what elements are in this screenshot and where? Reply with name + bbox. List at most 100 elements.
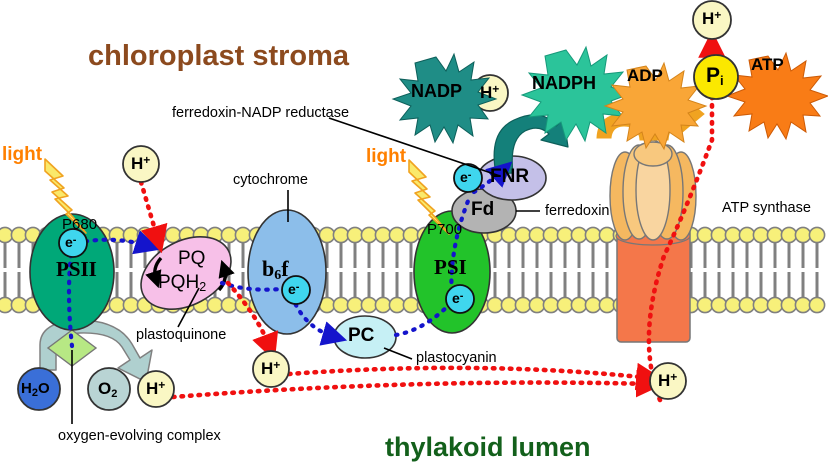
water-sub: 2: [31, 387, 38, 399]
proton-path-b6f-h-to-atpsynthase: [286, 362, 664, 391]
ferredoxin-label: ferredoxin: [545, 203, 610, 219]
phosphate-label: Pi: [706, 64, 724, 88]
ferredoxin-nadp-reductase-label: ferredoxin-NADP reductase: [172, 105, 350, 121]
membrane-heads-lower: [0, 296, 826, 314]
page-title-lumen: thylakoid lumen: [385, 432, 591, 462]
cytochrome-label: cytochrome: [233, 172, 308, 188]
b6f-b: b: [262, 256, 275, 281]
e-glyph: e: [460, 169, 468, 185]
molecule-stars: [391, 45, 828, 151]
nadp-star: [391, 52, 498, 145]
fd-label: Fd: [471, 199, 495, 220]
electron-path-fd-to-fnr: [471, 161, 513, 195]
h-glyph: H: [702, 9, 715, 28]
electron-psi-lumen: [445, 284, 475, 314]
proton-path-oec-h-to-atpsynthase: [170, 369, 664, 400]
light-bolt-right: [408, 159, 450, 235]
membrane-tails-upper: [3, 241, 819, 268]
water-and-oxygen: [17, 367, 131, 411]
b6f-sub: 6: [274, 268, 282, 283]
light-bolt-left: [44, 158, 87, 234]
e-glyph: e: [452, 290, 460, 306]
plus-glyph: +: [143, 153, 151, 167]
atp-synthase-complex[interactable]: [609, 139, 697, 343]
nadph-label: NADPH: [532, 73, 597, 93]
adp-label: ADP: [627, 66, 663, 85]
plus-glyph: +: [273, 358, 281, 372]
h-glyph: H: [261, 359, 274, 378]
proton-label-lumen-atp: H+: [658, 370, 677, 391]
cytochrome-b6f-complex[interactable]: [247, 209, 327, 335]
plus-glyph: +: [492, 82, 500, 96]
proton-label-stroma-nadp: H+: [480, 82, 499, 103]
membrane-tails-lower: [3, 272, 819, 299]
nadp-label: NADP: [411, 81, 463, 101]
h-glyph: H: [480, 83, 493, 102]
water-o: O: [37, 380, 50, 397]
electron-label-psi-stroma: e-: [460, 169, 471, 185]
e-glyph: e: [65, 234, 73, 250]
h-glyph: H: [131, 154, 144, 173]
b6f-f: f: [281, 256, 289, 281]
pq-body: [140, 236, 232, 310]
leader-fnr: [328, 117, 501, 177]
psi-label: PSI: [434, 255, 467, 279]
page-title-stroma: chloroplast stroma: [88, 40, 350, 72]
electron-psi-stroma: [453, 163, 483, 193]
h-glyph: H: [146, 379, 159, 398]
light-bolts: [44, 158, 450, 235]
b6f-body: [247, 209, 327, 335]
water-label: H2O: [21, 380, 50, 399]
oxygen-circle: [87, 367, 131, 411]
psii-reaction-center-label: P680: [62, 216, 98, 233]
light-label-left: light: [2, 144, 43, 165]
oxygen-evolving-complex-label: oxygen-evolving complex: [58, 428, 221, 444]
atp-label: ATP: [751, 55, 784, 74]
minus-glyph: -: [459, 290, 464, 302]
psi-reaction-center-label: P700: [427, 221, 463, 238]
electron-path-pc-to-psi: [393, 301, 453, 338]
electron-b6f: [281, 275, 311, 305]
psii-body: [29, 213, 115, 331]
plus-glyph: +: [714, 8, 722, 22]
pqh2-sub: 2: [199, 280, 207, 294]
proton-lumen-atp: [649, 362, 687, 400]
leader-lines: [71, 117, 540, 424]
electron-label-b6f: e-: [288, 281, 299, 297]
pq-cycle-arrow-up: [217, 259, 235, 292]
pqh2-label: PQH2: [158, 272, 206, 294]
leader-plastoquinone: [177, 287, 200, 328]
pi-sub: i: [720, 73, 724, 88]
proton-path-through-atpsynthase: [646, 30, 726, 403]
oxygen-sub: 2: [111, 388, 118, 400]
proton-label-stroma-psii: H+: [131, 153, 150, 174]
plus-glyph: +: [158, 378, 166, 392]
pq-label: PQ: [178, 248, 206, 269]
proton-transport-paths: [138, 30, 726, 403]
oxygen-label: O2: [98, 379, 117, 400]
fnr-label: FNR: [490, 166, 530, 187]
pc-label: PC: [348, 325, 375, 346]
proton-label-lumen-oec: H+: [146, 378, 165, 399]
pi-p: P: [706, 64, 721, 87]
plastocyanin-label: plastocyanin: [416, 350, 497, 366]
plastoquinone-pool[interactable]: [129, 222, 244, 324]
proton-lumen-oec: [137, 370, 175, 408]
minus-glyph: -: [467, 169, 472, 181]
water-circle: [17, 367, 61, 411]
leader-plastocyanin: [383, 347, 413, 360]
minus-glyph: -: [72, 234, 77, 246]
proton-stroma-psii: [122, 145, 160, 183]
atp-star: [725, 51, 828, 141]
proton-label-stroma-atp: H+: [702, 8, 721, 29]
psii-label: PSII: [56, 257, 97, 281]
photosystem-ii-complex[interactable]: [29, 213, 115, 367]
phosphate-circle: [693, 54, 739, 100]
h-glyph: H: [658, 371, 671, 390]
minus-glyph: -: [295, 281, 300, 293]
electron-path-b6f-to-pc: [289, 293, 348, 346]
cytb6f-label: b6f: [262, 256, 289, 284]
proton-stroma-atp: [692, 0, 732, 40]
